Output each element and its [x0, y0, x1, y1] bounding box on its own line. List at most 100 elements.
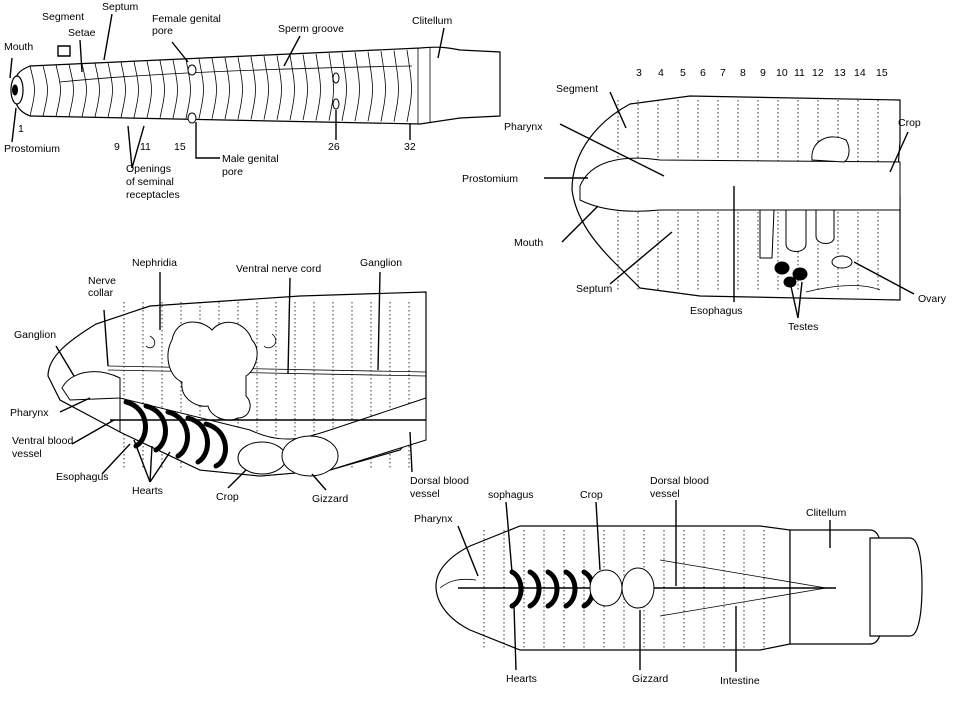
label-prostomium: Prostomium	[4, 143, 60, 155]
dor-label-clitellum: Clitellum	[806, 507, 847, 519]
rep-segment-10: 10	[776, 67, 788, 79]
rep-label-esophagus: Esophagus	[690, 305, 743, 317]
rep-segment-8: 8	[740, 67, 746, 79]
rep-label-mouth: Mouth	[514, 237, 543, 249]
label-female-genital-pore: Female genital pore	[152, 13, 224, 37]
lat-label-ventral-blood-vessel-l1: Ventral blood	[12, 435, 73, 447]
lat-label-hearts: Hearts	[132, 485, 163, 497]
label-female-genital-pore-l1: Female genital	[152, 13, 221, 25]
rep-label-testes: Testes	[788, 321, 818, 333]
segment-ring	[341, 52, 347, 121]
rep-segment-12: 12	[812, 67, 824, 79]
dor-label-gizzard: Gizzard	[632, 673, 668, 685]
segment-number-15: 15	[174, 141, 186, 153]
segment-ring	[81, 63, 87, 117]
dor-label-crop: Crop	[580, 489, 603, 501]
segment-number-1: 1	[18, 123, 24, 135]
rep-segment-6: 6	[700, 67, 706, 79]
lat-label-ventral-blood-vessel: Ventral blood vessel	[12, 435, 76, 460]
segment-ring	[250, 56, 256, 120]
label-female-genital-pore-l2: pore	[152, 25, 173, 37]
rep-segment-7: 7	[720, 67, 726, 79]
lat-label-pharynx: Pharynx	[10, 407, 49, 419]
dor-label-dorsal-blood-vessel-l2: vessel	[650, 488, 680, 500]
segment-ring	[367, 51, 373, 122]
lat-label-dorsal-blood-vessel-l1: Dorsal blood	[410, 475, 469, 487]
label-openings-of-seminal-receptacles: Openings of seminal receptacles	[126, 163, 180, 201]
segment-ring	[302, 54, 308, 121]
segment-number-32: 32	[404, 141, 416, 153]
segment-ring	[55, 64, 61, 117]
label-male-genital-pore-l2: pore	[222, 166, 243, 178]
rep-segment-13: 13	[834, 67, 846, 79]
label-setae: Setae	[68, 27, 96, 39]
dor-label-esophagus: sophagus	[488, 489, 534, 501]
segment-ring	[380, 51, 386, 122]
label-openings-l2: of seminal	[126, 176, 174, 188]
segment-ring	[107, 62, 113, 118]
segment-ring	[159, 60, 165, 119]
segment-ring	[237, 57, 243, 120]
lat-label-nerve-collar-l2: collar	[88, 287, 114, 299]
rep-label-segment: Segment	[556, 83, 598, 95]
segment-ring	[146, 60, 152, 118]
rep-label-crop: Crop	[898, 117, 921, 129]
label-septum: Septum	[102, 1, 138, 13]
lat-label-nerve-collar: Nerve collar	[88, 275, 119, 299]
dor-label-intestine: Intestine	[720, 675, 760, 687]
external-view: Segment Setae Septum Mouth Prostomium Sp…	[4, 1, 501, 201]
segment-ring	[42, 65, 48, 117]
dor-label-dorsal-blood-vessel: Dorsal blood vessel	[650, 475, 712, 500]
segment-ring	[185, 59, 191, 119]
rep-label-ovary: Ovary	[918, 293, 947, 305]
label-mouth: Mouth	[4, 41, 33, 53]
segment-ring	[29, 65, 35, 117]
label-openings-l1: Openings	[126, 163, 171, 175]
segment-ring	[354, 52, 360, 122]
lat-label-ventral-blood-vessel-l2: vessel	[12, 448, 42, 460]
lat-label-ventral-nerve-cord: Ventral nerve cord	[236, 263, 321, 275]
segment-ring	[315, 53, 321, 121]
segment-ring	[393, 50, 399, 122]
segment-ring	[94, 63, 100, 118]
segment-ring	[276, 55, 282, 120]
segment-ring	[120, 62, 126, 118]
rep-label-pharynx: Pharynx	[504, 121, 543, 133]
segment-ring	[224, 57, 230, 120]
rep-segment-9: 9	[760, 67, 766, 79]
segment-ring	[133, 61, 139, 118]
reproductive-view: 3 4 5 6 7 8 9 10 11 12 13 14 15 Segment …	[462, 67, 947, 333]
label-sperm-groove: Sperm groove	[278, 23, 344, 35]
segment-number-26: 26	[328, 141, 340, 153]
lat-label-esophagus: Esophagus	[56, 471, 109, 483]
label-segment: Segment	[42, 11, 84, 23]
lat-label-nephridia: Nephridia	[132, 257, 177, 269]
rep-segment-15: 15	[876, 67, 888, 79]
dorsal-view: Pharynx sophagus Crop Clitellum Hearts G…	[414, 475, 923, 687]
segment-number-9: 9	[114, 141, 120, 153]
segment-ring	[406, 49, 412, 122]
segment-ring	[198, 58, 204, 119]
segment-ring	[328, 53, 334, 121]
segment-number-11: 11	[140, 141, 151, 153]
label-male-genital-pore-l1: Male genital	[222, 153, 279, 165]
rep-label-prostomium: Prostomium	[462, 173, 518, 185]
lat-label-gizzard: Gizzard	[312, 493, 348, 505]
segment-ring	[211, 58, 217, 119]
rep-label-septum: Septum	[576, 283, 612, 295]
dor-label-dorsal-blood-vessel-l1: Dorsal blood	[650, 475, 709, 487]
lat-label-dorsal-blood-vessel: Dorsal blood vessel	[410, 475, 472, 500]
rep-segment-3: 3	[636, 67, 642, 79]
lat-label-dorsal-blood-vessel-l2: vessel	[410, 488, 440, 500]
label-clitellum: Clitellum	[412, 15, 453, 27]
segment-ring	[263, 56, 269, 120]
segment-ring	[289, 54, 295, 121]
label-male-genital-pore: Male genital pore	[222, 153, 282, 178]
rep-segment-14: 14	[854, 67, 866, 79]
segment-ring	[172, 59, 178, 119]
rep-segment-4: 4	[658, 67, 664, 79]
lat-label-ganglion-left: Ganglion	[14, 329, 56, 341]
segment-ring	[68, 64, 74, 117]
lat-label-crop: Crop	[216, 491, 239, 503]
